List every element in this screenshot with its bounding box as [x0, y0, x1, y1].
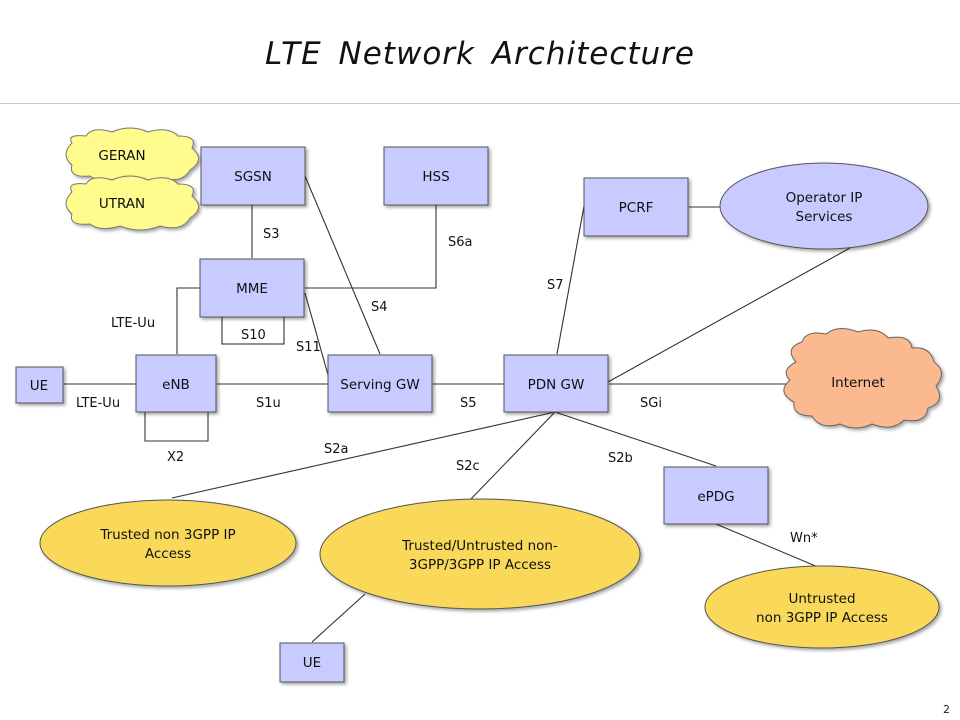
trusted-non-3gpp-access: Trusted non 3GPP IP Access	[39, 499, 297, 587]
link-hss-mme	[305, 205, 437, 289]
cloud-internet: Internet	[783, 328, 942, 429]
internet-label: Internet	[831, 375, 885, 391]
pcrf-label: PCRF	[619, 200, 654, 216]
cloud-utran: UTRAN	[65, 175, 199, 231]
node-serving-gw: Serving GW	[327, 354, 433, 413]
link-s2b	[554, 411, 717, 467]
operator-ip-services: Operator IP Services	[719, 162, 929, 250]
label-s1u: S1u	[256, 396, 281, 411]
link-mme-enb	[176, 287, 200, 354]
node-mme: MME	[199, 258, 305, 318]
label-s2c: S2c	[456, 459, 480, 474]
enb-label: eNB	[162, 377, 190, 393]
label-x2: X2	[167, 450, 184, 465]
label-s7: S7	[547, 278, 564, 293]
trusted-untrusted-line1: Trusted/Untrusted non-	[401, 538, 558, 554]
node-enb: eNB	[135, 354, 217, 413]
link-sgsn-serving-gw	[304, 175, 381, 355]
label-s2a: S2a	[324, 442, 349, 457]
page-title: LTE Network Architecture	[265, 36, 695, 72]
untrusted-non-3gpp-access: Untrusted non 3GPP IP Access	[704, 565, 940, 649]
label-s10: S10	[241, 328, 266, 343]
node-pdn-gw: PDN GW	[503, 354, 609, 413]
node-epdg: ePDG	[663, 466, 769, 525]
label-s5: S5	[460, 396, 477, 411]
label-s3: S3	[263, 227, 280, 242]
operator-ip-line2: Services	[796, 209, 853, 225]
link-s2c	[469, 411, 556, 501]
link-mme-serving-gw	[304, 292, 331, 383]
label-lte-uu: LTE-Uu	[76, 396, 120, 411]
title-divider	[0, 103, 960, 104]
label-s2b: S2b	[608, 451, 633, 466]
label-wn: Wn*	[790, 531, 818, 546]
link-s2a	[171, 411, 556, 499]
hss-label: HSS	[422, 169, 449, 185]
untrusted-line2: non 3GPP IP Access	[756, 610, 888, 626]
interface-labels: S3 S6a S4 S7 LTE-Uu S10 S11 LTE-Uu S1u S…	[76, 227, 818, 546]
cloud-geran: GERAN	[65, 127, 199, 183]
epdg-label: ePDG	[697, 489, 734, 505]
label-s11: S11	[296, 340, 321, 355]
utran-label: UTRAN	[99, 196, 145, 212]
connection-lines	[64, 175, 851, 643]
sgsn-label: SGSN	[234, 169, 272, 185]
node-pcrf: PCRF	[583, 177, 689, 237]
link-pdn-operator	[607, 247, 851, 383]
label-s6a: S6a	[448, 235, 473, 250]
ue-bottom-label: UE	[303, 655, 321, 671]
link-ue-access	[311, 593, 366, 643]
node-ue-bottom: UE	[279, 642, 345, 683]
node-hss: HSS	[383, 146, 489, 206]
label-s4: S4	[371, 300, 388, 315]
link-wn	[715, 523, 826, 571]
trusted-line2: Access	[145, 546, 191, 562]
label-sgi: SGi	[640, 396, 662, 411]
trusted-line1: Trusted non 3GPP IP	[99, 527, 235, 543]
trusted-untrusted-access: Trusted/Untrusted non- 3GPP/3GPP IP Acce…	[319, 498, 641, 610]
geran-label: GERAN	[98, 148, 145, 164]
link-pdn-pcrf	[556, 205, 585, 355]
serving-gw-label: Serving GW	[340, 377, 419, 393]
trusted-untrusted-line2: 3GPP/3GPP IP Access	[409, 557, 551, 573]
node-ue: UE	[15, 366, 64, 404]
page-number: 2	[943, 703, 950, 716]
pdn-gw-label: PDN GW	[528, 377, 585, 393]
label-lte-uu-top: LTE-Uu	[111, 316, 155, 331]
untrusted-line1: Untrusted	[788, 591, 855, 607]
operator-ip-line1: Operator IP	[786, 190, 863, 206]
node-sgsn: SGSN	[200, 146, 306, 206]
link-x2-loop	[144, 412, 209, 442]
ue-label: UE	[30, 378, 48, 394]
mme-label: MME	[236, 281, 268, 297]
